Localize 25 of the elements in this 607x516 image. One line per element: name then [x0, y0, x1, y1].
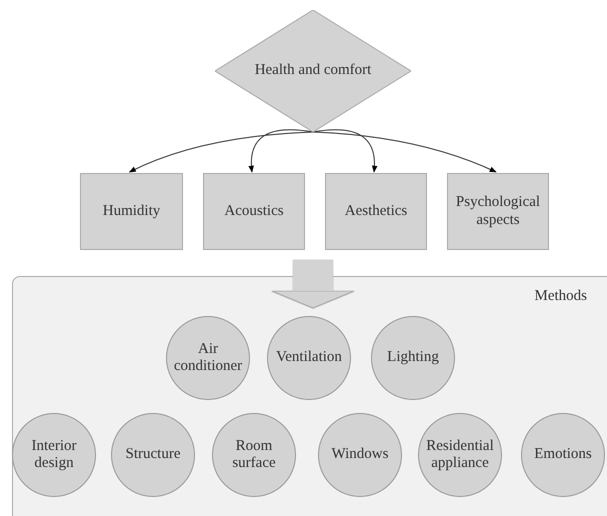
- node-label: Structure: [126, 446, 180, 464]
- block-arrow: [272, 260, 354, 308]
- node-label: Humidity: [102, 202, 160, 220]
- arrow: [248, 129, 314, 173]
- arrow: [312, 132, 497, 172]
- methods-panel: [12, 276, 607, 516]
- node-label: Psychological aspects: [454, 194, 542, 229]
- factor-box: [80, 173, 183, 250]
- group-heading: Methods: [534, 288, 587, 306]
- factor-box: [325, 173, 427, 250]
- node-label: Interior design: [30, 438, 78, 472]
- factor-box: [447, 173, 549, 250]
- node-label: Emotions: [534, 446, 592, 464]
- node-label: Health and comfort: [254, 62, 372, 80]
- node-label: Windows: [332, 446, 388, 464]
- node-label: Ventilation: [276, 349, 342, 367]
- node-label: Aesthetics: [344, 202, 408, 220]
- node-label: Residential appliance: [425, 438, 495, 472]
- arrow: [312, 129, 378, 173]
- node-label: Air conditioner: [172, 340, 244, 376]
- arrow: [128, 132, 314, 172]
- node-label: Room surface: [231, 438, 277, 472]
- node-label: Lighting: [387, 349, 439, 367]
- factor-box: [203, 173, 305, 250]
- node-label: Acoustics: [224, 202, 284, 220]
